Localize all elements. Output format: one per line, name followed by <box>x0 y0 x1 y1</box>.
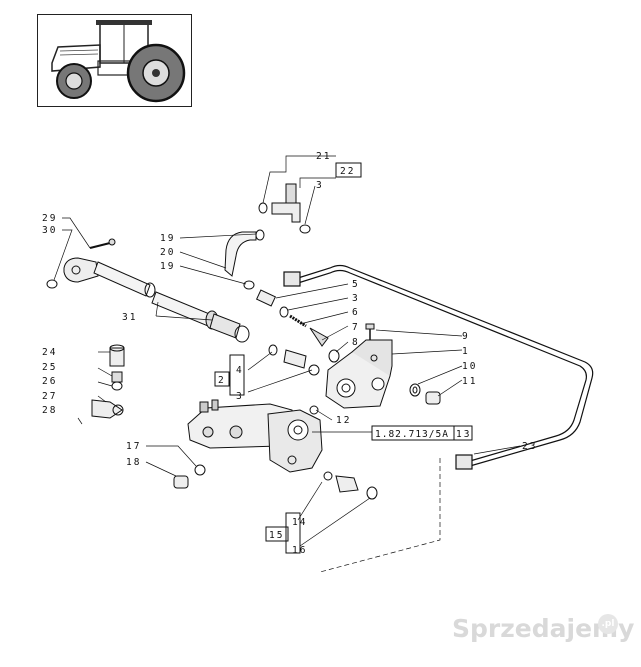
callout-1: 1 <box>462 346 470 357</box>
callout-21: 21 <box>316 151 331 162</box>
callout-3: 3 <box>316 180 324 191</box>
callout-24: 24 <box>42 347 57 358</box>
part-plug-11 <box>409 383 441 405</box>
callout-3: 3 <box>236 391 244 402</box>
callout-12: 12 <box>336 415 351 426</box>
part-tee-fitting <box>258 183 311 234</box>
callout-2: 2 <box>218 375 226 386</box>
callout-14: 14 <box>292 517 307 528</box>
part-pipe-23 <box>283 264 594 470</box>
tractor-icon <box>51 20 186 103</box>
callout-11: 11 <box>462 376 477 387</box>
callout-25: 25 <box>42 362 57 373</box>
callout-31: 31 <box>122 312 137 323</box>
callout-4: 4 <box>236 365 244 376</box>
part-hose-elbow <box>224 229 265 290</box>
callout-labels: 21 22 3 29 30 19 20 19 31 5 3 6 7 8 9 1 … <box>42 151 537 556</box>
callout-18: 18 <box>126 457 141 468</box>
part-bracket-30 <box>46 238 116 289</box>
callout-5: 5 <box>352 279 360 290</box>
part-union-16 <box>323 471 378 500</box>
callout-boxes <box>214 162 473 554</box>
part-small-fittings-24-28 <box>91 344 125 419</box>
callout-17: 17 <box>126 441 141 452</box>
callout-26: 26 <box>42 376 57 387</box>
callout-9: 9 <box>462 331 470 342</box>
callout-23: 23 <box>522 441 537 452</box>
callout-29: 29 <box>42 213 57 224</box>
callout-15: 15 <box>269 530 284 541</box>
part-relief-valve-stack <box>255 289 340 363</box>
callout-20: 20 <box>160 247 175 258</box>
callout-19: 19 <box>160 233 175 244</box>
part-pump-assembly <box>187 399 323 473</box>
callout-27: 27 <box>42 391 57 402</box>
tractor-thumbnail <box>37 14 192 107</box>
part-sleeve-31 <box>93 261 250 343</box>
callout-30: 30 <box>42 225 57 236</box>
callout-3: 3 <box>352 293 360 304</box>
callout-10: 10 <box>462 361 477 372</box>
reference-code: 1.82.713/5A <box>375 429 449 440</box>
callout-13: 13 <box>456 429 471 440</box>
callout-22: 22 <box>340 166 355 177</box>
watermark-badge: .pl <box>598 614 618 634</box>
callout-28: 28 <box>42 405 57 416</box>
part-plug-18 <box>173 464 206 489</box>
callout-6: 6 <box>352 307 360 318</box>
callout-7: 7 <box>352 322 360 333</box>
leader-lines <box>53 155 521 573</box>
callout-8: 8 <box>352 337 360 348</box>
part-fitting-4 <box>268 344 320 415</box>
part-valve-body-1 <box>325 323 393 409</box>
callout-16: 16 <box>292 545 307 556</box>
callout-19: 19 <box>160 261 175 272</box>
